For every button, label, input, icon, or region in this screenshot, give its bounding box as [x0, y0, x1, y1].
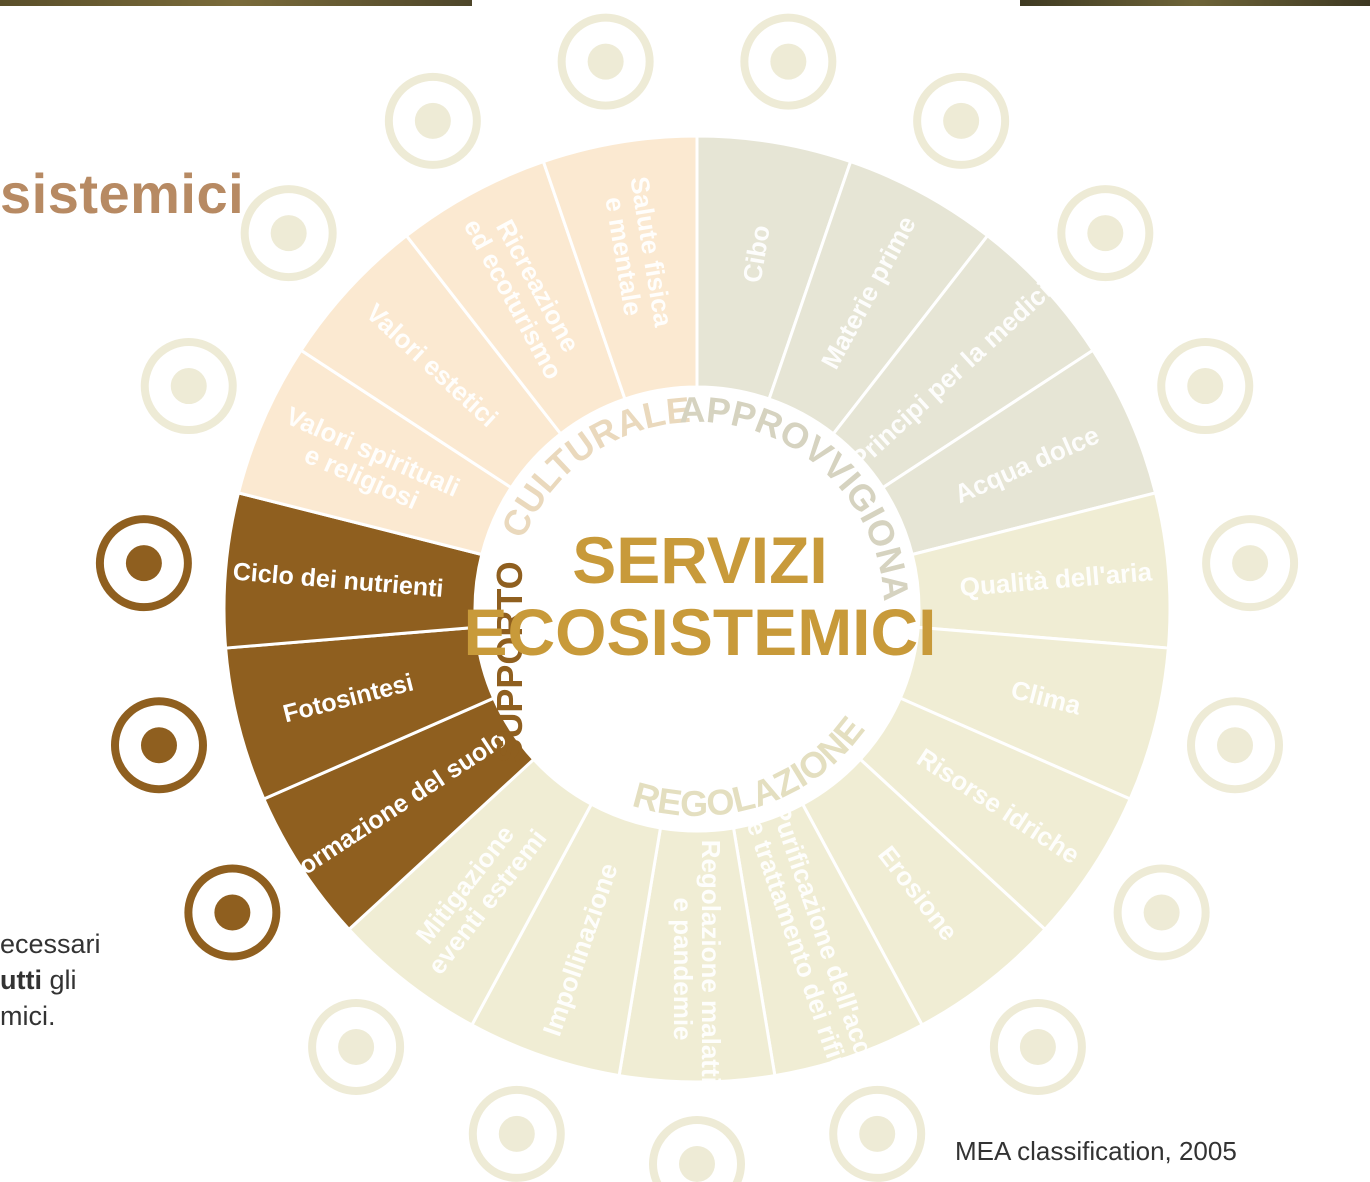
leaf-icon [110, 697, 207, 794]
hamsa-hand-icon [140, 338, 237, 435]
wheel-center-title-line1: SERVIZI [572, 523, 828, 597]
segment-label: Regolazione malattiee pandemie [668, 840, 726, 1099]
landslide-icon [989, 998, 1086, 1095]
slide-title: sistemici [0, 162, 245, 225]
beach-umbrella-icon [384, 72, 481, 169]
source-caption: MEA classification, 2005 [955, 1136, 1237, 1166]
landscape-icon [240, 185, 337, 282]
photo-strip-right [1020, 0, 1370, 6]
soil-layers-icon [184, 864, 281, 961]
trees-icon [1202, 515, 1299, 612]
body-line-2-rest: gli [41, 965, 77, 995]
storm-icon [308, 998, 405, 1095]
bee-icon [468, 1085, 565, 1182]
wheel-center-disc [475, 387, 919, 831]
weather-icon [1187, 697, 1284, 794]
water-purification-icon [829, 1085, 926, 1182]
body-line-3: mici. [0, 1001, 56, 1031]
nutrient-cycle-icon [95, 515, 192, 612]
raw-materials-icon [913, 72, 1010, 169]
wellbeing-person-icon [557, 13, 654, 110]
wheel-icons [95, 13, 1299, 1182]
bird-icon [649, 1116, 745, 1182]
water-tap-icon [1157, 338, 1254, 435]
slide-body-text: ecessari utti gli mici. [0, 926, 101, 1034]
water-cycle-icon [1113, 864, 1210, 961]
pill-icon [1057, 185, 1154, 282]
wheel-center-title-line2: ECOSISTEMICI [463, 595, 936, 669]
body-line-1: ecessari [0, 929, 101, 959]
rice-bowl-icon [740, 13, 837, 110]
photo-strip-left [0, 0, 472, 6]
body-line-2-bold: utti [0, 965, 42, 995]
category-label-supporting: SUPPORTO [489, 561, 530, 762]
